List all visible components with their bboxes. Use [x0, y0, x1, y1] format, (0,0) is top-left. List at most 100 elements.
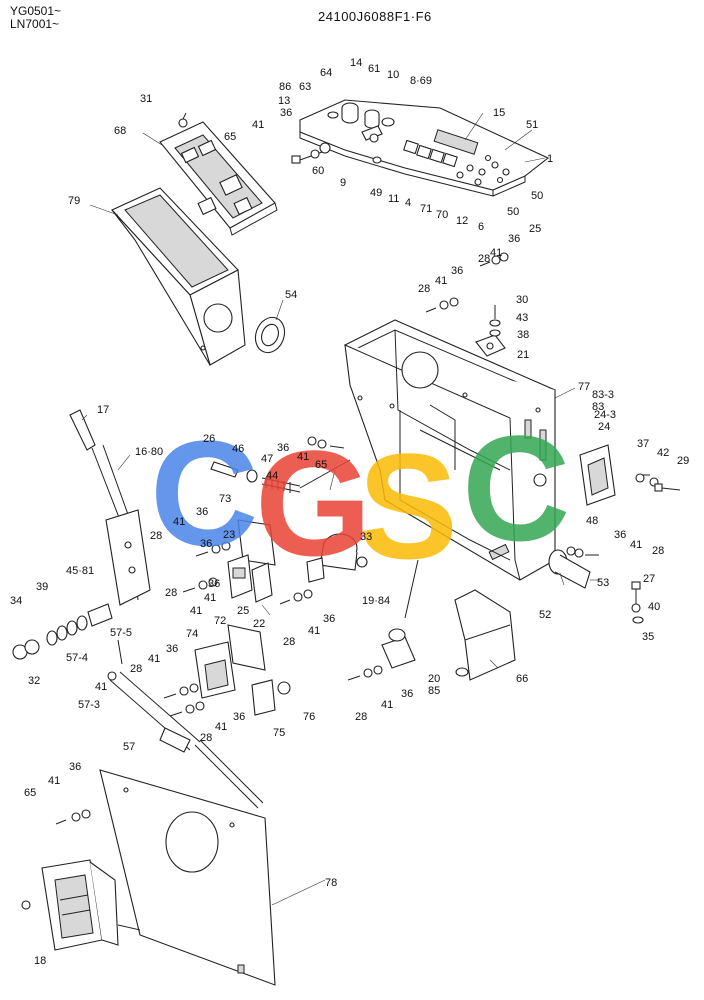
callout-74: 74	[186, 628, 198, 640]
callout-41c: 41	[435, 275, 447, 287]
callout-41h: 41	[630, 539, 642, 551]
callout-28i: 28	[200, 732, 212, 744]
callout-41e: 41	[173, 516, 185, 528]
callout-8-69: 8·69	[410, 75, 432, 87]
callout-57-5: 57-5	[110, 627, 132, 639]
callout-63: 63	[299, 81, 311, 93]
rubber-grommet	[254, 316, 286, 354]
watermark-letter: S	[358, 422, 458, 590]
callout-70: 70	[436, 209, 448, 221]
callout-23: 23	[223, 529, 235, 541]
callout-28g: 28	[355, 711, 367, 723]
washer-stack-39	[46, 603, 113, 646]
callout-28h: 28	[130, 663, 142, 675]
callout-34: 34	[10, 595, 22, 607]
callout-64: 64	[320, 67, 332, 79]
gauge-panel	[159, 112, 278, 236]
callout-24-3: 24-3	[594, 409, 616, 421]
callout-21: 21	[517, 349, 529, 361]
callout-83: 83	[592, 401, 604, 413]
callout-25a: 25	[529, 223, 541, 235]
spring-rod-assembly	[210, 459, 351, 493]
callout-45-81: 45·81	[66, 565, 94, 577]
callout-28e: 28	[283, 636, 295, 648]
callout-13: 13	[278, 95, 290, 107]
callout-41n: 41	[204, 592, 216, 604]
callout-28d: 28	[165, 587, 177, 599]
callout-83-3: 83-3	[592, 389, 614, 401]
callout-28c: 28	[150, 530, 162, 542]
callout-17: 17	[97, 404, 109, 416]
callout-41i: 41	[381, 699, 393, 711]
callout-46: 46	[232, 443, 244, 455]
callout-41m: 41	[95, 681, 107, 693]
callout-42: 42	[657, 447, 669, 459]
callout-71: 71	[420, 203, 432, 215]
callout-28a: 28	[478, 253, 490, 265]
callout-86: 86	[279, 81, 291, 93]
model-line-2: LN7001~	[10, 17, 60, 31]
callout-53: 53	[597, 577, 609, 589]
push-pull-cable	[107, 639, 264, 809]
callout-76: 76	[303, 711, 315, 723]
callout-11: 11	[388, 193, 399, 205]
callout-75: 75	[273, 727, 285, 739]
lever-guide-block	[579, 444, 616, 506]
callout-38: 38	[517, 329, 529, 341]
callout-57-4: 57-4	[66, 652, 88, 664]
callout-72: 72	[214, 615, 226, 627]
callout-65b: 65	[315, 459, 327, 471]
callout-30: 30	[516, 294, 528, 306]
vent-grille-unit	[21, 859, 141, 951]
callout-36j: 36	[166, 643, 178, 655]
callout-19-84: 19·84	[362, 595, 390, 607]
callout-18: 18	[34, 955, 46, 967]
callout-57-3: 57-3	[78, 699, 100, 711]
lower-switch-bracket	[194, 624, 291, 716]
callout-36h: 36	[614, 529, 626, 541]
callout-65c: 65	[24, 787, 36, 799]
callout-36b: 36	[508, 233, 520, 245]
callout-41j: 41	[148, 653, 160, 665]
callout-22: 22	[253, 618, 265, 630]
callout-41l: 41	[48, 775, 60, 787]
callout-37: 37	[637, 438, 649, 450]
callout-44: 44	[266, 470, 278, 482]
callout-50a: 50	[531, 190, 543, 202]
callout-29: 29	[677, 455, 689, 467]
mounting-bracket-21	[475, 334, 506, 357]
callout-66: 66	[516, 673, 528, 685]
control-lever	[69, 409, 151, 606]
callout-36l: 36	[69, 761, 81, 773]
callout-51: 51	[526, 119, 538, 131]
callout-47: 47	[261, 453, 273, 465]
callout-49: 49	[370, 187, 382, 199]
instrument-housing	[111, 187, 246, 366]
callout-78: 78	[325, 877, 337, 889]
drawing-number: 24100J6088F1·F6	[318, 9, 432, 24]
bolt-group-right	[631, 473, 681, 624]
callout-79: 79	[68, 195, 80, 207]
instrument-panel-plate	[299, 99, 550, 197]
nut-stack-32	[12, 639, 40, 660]
callout-54: 54	[285, 289, 297, 301]
callout-32: 32	[28, 675, 40, 687]
callout-50b: 50	[507, 206, 519, 218]
actuator-block	[381, 559, 419, 669]
callout-68: 68	[114, 125, 126, 137]
callout-41k: 41	[215, 721, 227, 733]
callout-14: 14	[350, 57, 362, 69]
callout-28b: 28	[418, 283, 430, 295]
key-switch-and-knobs	[327, 102, 395, 164]
callout-28f: 28	[652, 545, 664, 557]
cable-sleeve	[548, 549, 591, 589]
callout-15: 15	[493, 107, 505, 119]
callout-36d: 36	[277, 442, 289, 454]
cover-plate	[99, 769, 276, 986]
callout-41b: 41	[490, 247, 502, 259]
callout-26: 26	[203, 433, 215, 445]
callout-4: 4	[405, 197, 411, 209]
